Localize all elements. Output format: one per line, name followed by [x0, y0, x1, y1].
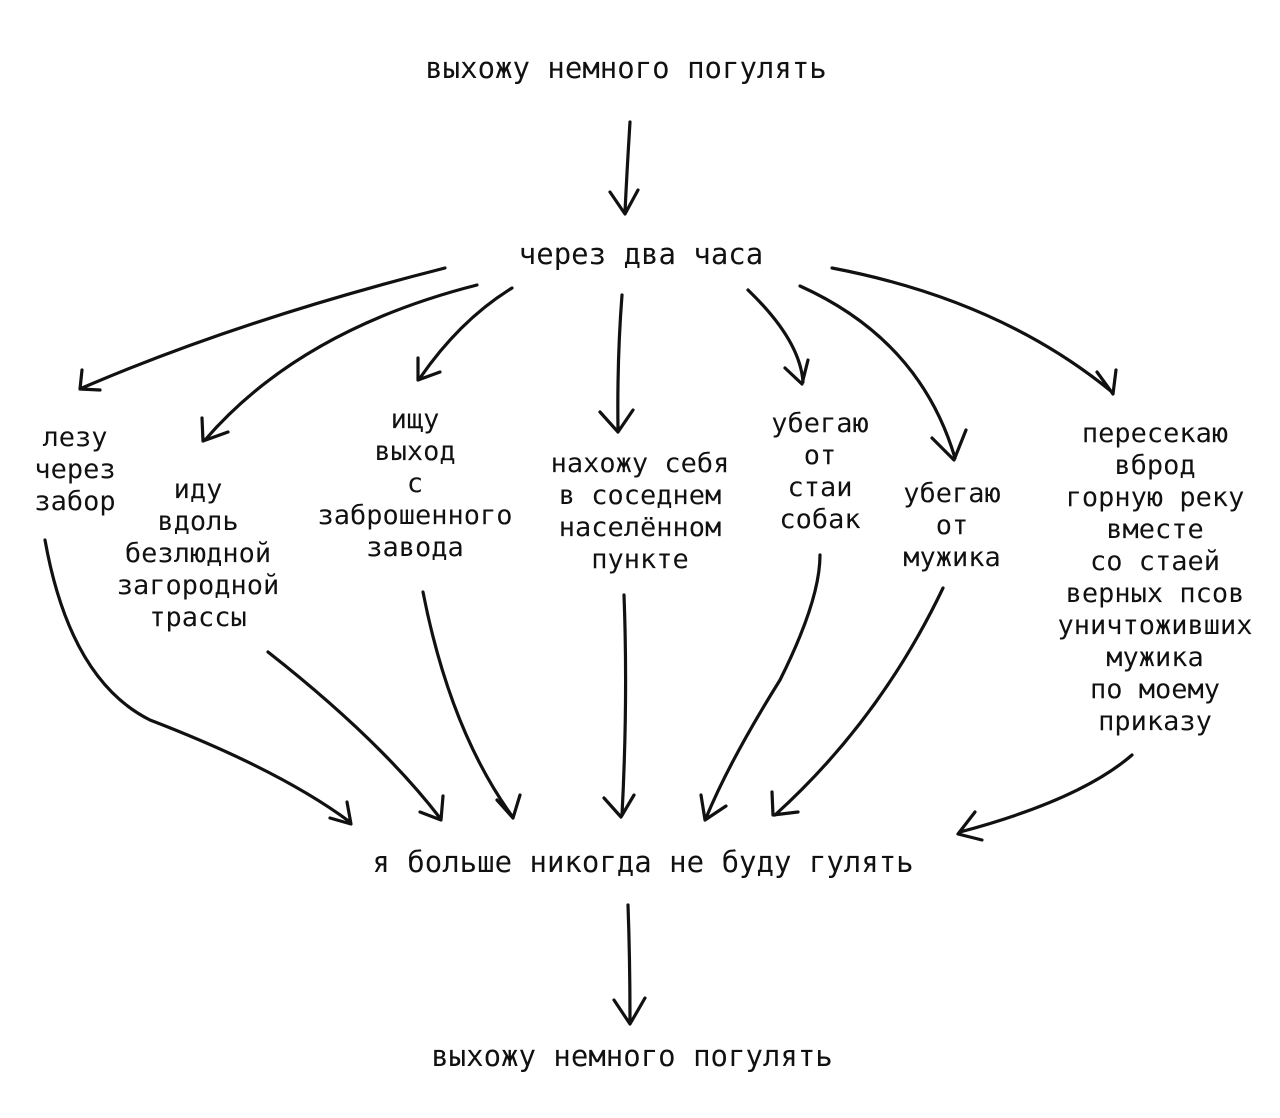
arrow-man-to-conclusion: [770, 586, 945, 817]
arrow-middle-to-river: [830, 266, 1118, 396]
branch-highway: иду вдоль безлюдной загородной трассы: [98, 474, 298, 634]
branch-line: уничтоживших: [1057, 610, 1253, 641]
conclusion-text: я больше никогда не буду гулять: [372, 845, 914, 879]
branch-line: от: [935, 510, 969, 541]
branch-line: мужика: [1106, 642, 1204, 673]
arrow-conclusion-to-end: [612, 903, 647, 1026]
branch-line: в соседнем: [558, 480, 722, 511]
branch-line: вдоль: [157, 506, 239, 537]
branch-line: забор: [34, 486, 116, 517]
middle-node: через два часа: [0, 238, 1280, 270]
arrow-middle-to-village: [598, 293, 635, 434]
branch-line: собак: [779, 504, 861, 535]
branch-line: убегаю: [771, 408, 869, 439]
branch-line: пересекаю: [1081, 418, 1229, 449]
branch-line: иду: [173, 474, 223, 505]
conclusion-node: я больше никогда не буду гулять: [0, 846, 1280, 878]
arrow-river-to-conclusion: [956, 753, 1134, 842]
branch-line: стаи: [787, 472, 853, 503]
branch-line: с: [406, 468, 424, 499]
arrow-middle-to-highway: [200, 283, 479, 443]
middle-text: через два часа: [518, 237, 764, 271]
branch-line: мужика: [903, 542, 1001, 573]
branch-line: по моему: [1089, 674, 1221, 705]
arrow-factory-to-conclusion: [421, 590, 522, 820]
start-text: выхожу немного погулять: [425, 51, 827, 85]
branch-line: безлюдной: [124, 538, 272, 569]
arrow-middle-to-factory: [416, 286, 514, 382]
branch-line: ищу: [390, 404, 440, 435]
branch-man: убегаю от мужика: [892, 478, 1012, 574]
start-node: выхожу немного погулять: [0, 52, 1252, 84]
branch-line: горную реку: [1065, 482, 1245, 513]
branch-line: заброшенного: [317, 500, 513, 531]
end-text: выхожу немного погулять: [431, 1039, 833, 1073]
branch-line: через: [34, 454, 116, 485]
arrow-dogs-to-conclusion: [699, 553, 822, 822]
branch-line: верных псов: [1065, 578, 1245, 609]
branch-line: пункте: [591, 544, 689, 575]
arrow-fence-to-conclusion: [43, 538, 353, 826]
branch-line: выход: [374, 436, 456, 467]
branch-line: трассы: [149, 602, 247, 633]
branch-line: от: [803, 440, 837, 471]
arrow-village-to-conclusion: [602, 593, 636, 819]
arrow-highway-to-conclusion: [266, 650, 445, 822]
branch-dogs: убегаю от стаи собак: [760, 408, 880, 536]
branch-line: убегаю: [903, 478, 1001, 509]
branch-line: загородной: [116, 570, 280, 601]
branch-line: завода: [366, 532, 464, 563]
arrow-start-to-middle: [608, 120, 640, 216]
branch-factory: ищу выход с заброшенного завода: [300, 404, 530, 564]
branch-line: вместе: [1106, 514, 1204, 545]
end-node: выхожу немного погулять: [0, 1040, 1264, 1072]
branch-line: лезу: [42, 422, 108, 453]
branch-river: пересекаю вброд горную реку вместе со ст…: [1040, 418, 1270, 738]
arrow-middle-to-fence: [78, 266, 447, 392]
branch-line: со стаей: [1089, 546, 1221, 577]
branch-line: нахожу себя: [550, 448, 730, 479]
arrow-middle-to-dogs: [746, 288, 810, 386]
arrow-middle-to-man: [798, 284, 968, 462]
branch-fence: лезу через забор: [16, 422, 134, 518]
branch-village: нахожу себя в соседнем населённом пункте: [530, 448, 750, 576]
branch-line: приказу: [1098, 706, 1212, 737]
branch-line: населённом: [558, 512, 722, 543]
branch-line: вброд: [1114, 450, 1196, 481]
